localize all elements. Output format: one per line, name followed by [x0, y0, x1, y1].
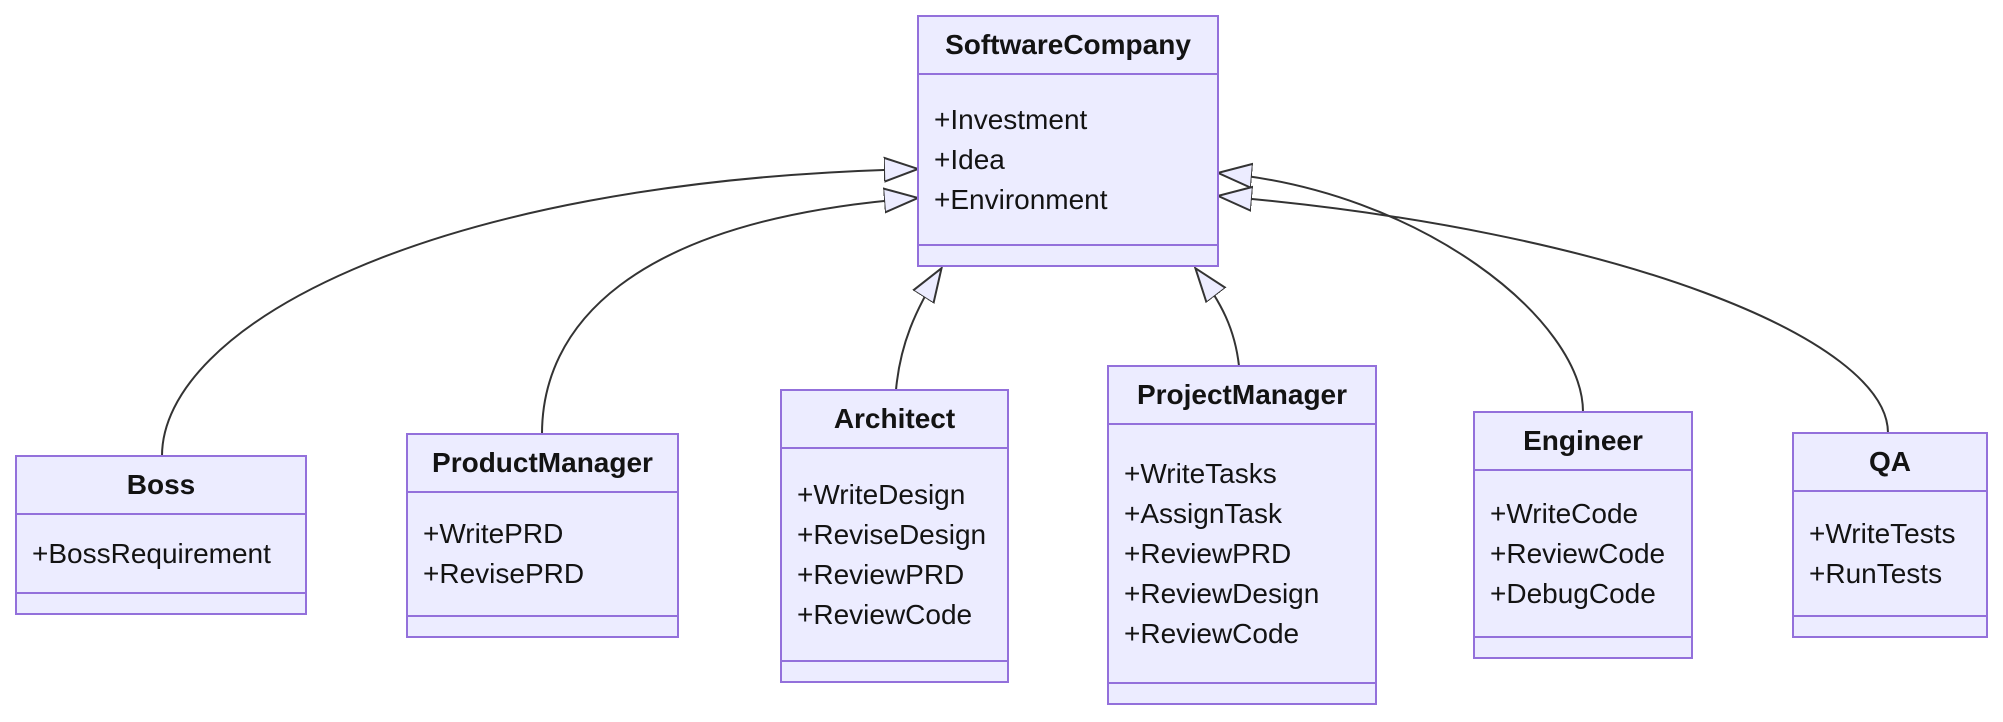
class-title: Architect	[782, 391, 1007, 449]
class-title: ProductManager	[408, 435, 677, 493]
class-members: +WritePRD +RevisePRD	[408, 493, 677, 615]
class-methods-empty	[17, 592, 305, 613]
class-member: +BossRequirement	[32, 537, 271, 569]
class-box-productmanager: ProductManager +WritePRD +RevisePRD	[406, 433, 679, 638]
class-members: +WriteTests +RunTests	[1794, 492, 1986, 615]
class-member: +ReviewDesign	[1124, 577, 1320, 609]
class-methods-empty	[408, 615, 677, 636]
class-box-qa: QA +WriteTests +RunTests	[1792, 432, 1988, 638]
class-member: +ReviewPRD	[1124, 537, 1292, 569]
class-members: +BossRequirement	[17, 515, 305, 592]
class-members: +WriteTasks +AssignTask +ReviewPRD +Revi…	[1109, 425, 1375, 682]
class-title: Boss	[17, 457, 305, 515]
class-member: +WriteCode	[1490, 497, 1639, 529]
class-member: +RevisePRD	[423, 558, 585, 589]
class-members: +WriteCode +ReviewCode +DebugCode	[1475, 471, 1691, 636]
class-title: Engineer	[1475, 413, 1691, 471]
class-member: +ReviewPRD	[797, 558, 965, 590]
class-member: +WriteDesign	[797, 478, 966, 510]
class-title: SoftwareCompany	[919, 17, 1217, 75]
class-member: +Investment	[934, 103, 1088, 135]
class-box-architect: Architect +WriteDesign +ReviseDesign +Re…	[780, 389, 1009, 683]
class-member: +RunTests	[1809, 557, 1943, 589]
class-box-engineer: Engineer +WriteCode +ReviewCode +DebugCo…	[1473, 411, 1693, 659]
edge-projectmanager-inherits-softwarecompany	[1196, 269, 1240, 367]
class-methods-empty	[1475, 636, 1691, 657]
class-box-projectmanager: ProjectManager +WriteTasks +AssignTask +…	[1107, 365, 1377, 705]
class-title: QA	[1794, 434, 1986, 492]
class-member: +ReviewCode	[797, 598, 973, 630]
class-member: +WriteTasks	[1124, 457, 1277, 489]
class-member: +AssignTask	[1124, 497, 1282, 529]
class-methods-empty	[919, 244, 1217, 265]
class-member: +ReviseDesign	[797, 518, 987, 550]
class-members: +Investment +Idea +Environment	[919, 75, 1217, 244]
class-box-boss: Boss +BossRequirement	[15, 455, 307, 615]
class-member: +Environment	[934, 183, 1108, 215]
class-member: +Idea	[934, 143, 1005, 175]
class-box-softwarecompany: SoftwareCompany +Investment +Idea +Envir…	[917, 15, 1219, 267]
class-member: +WritePRD	[423, 518, 564, 549]
class-methods-empty	[1109, 682, 1375, 703]
class-members: +WriteDesign +ReviseDesign +ReviewPRD +R…	[782, 449, 1007, 660]
class-member: +ReviewCode	[1124, 617, 1300, 649]
edge-architect-inherits-softwarecompany	[895, 269, 941, 391]
class-methods-empty	[1794, 615, 1986, 636]
class-member: +ReviewCode	[1490, 537, 1666, 569]
class-member: +DebugCode	[1490, 577, 1656, 609]
class-title: ProjectManager	[1109, 367, 1375, 425]
class-member: +WriteTests	[1809, 517, 1956, 549]
class-methods-empty	[782, 660, 1007, 681]
